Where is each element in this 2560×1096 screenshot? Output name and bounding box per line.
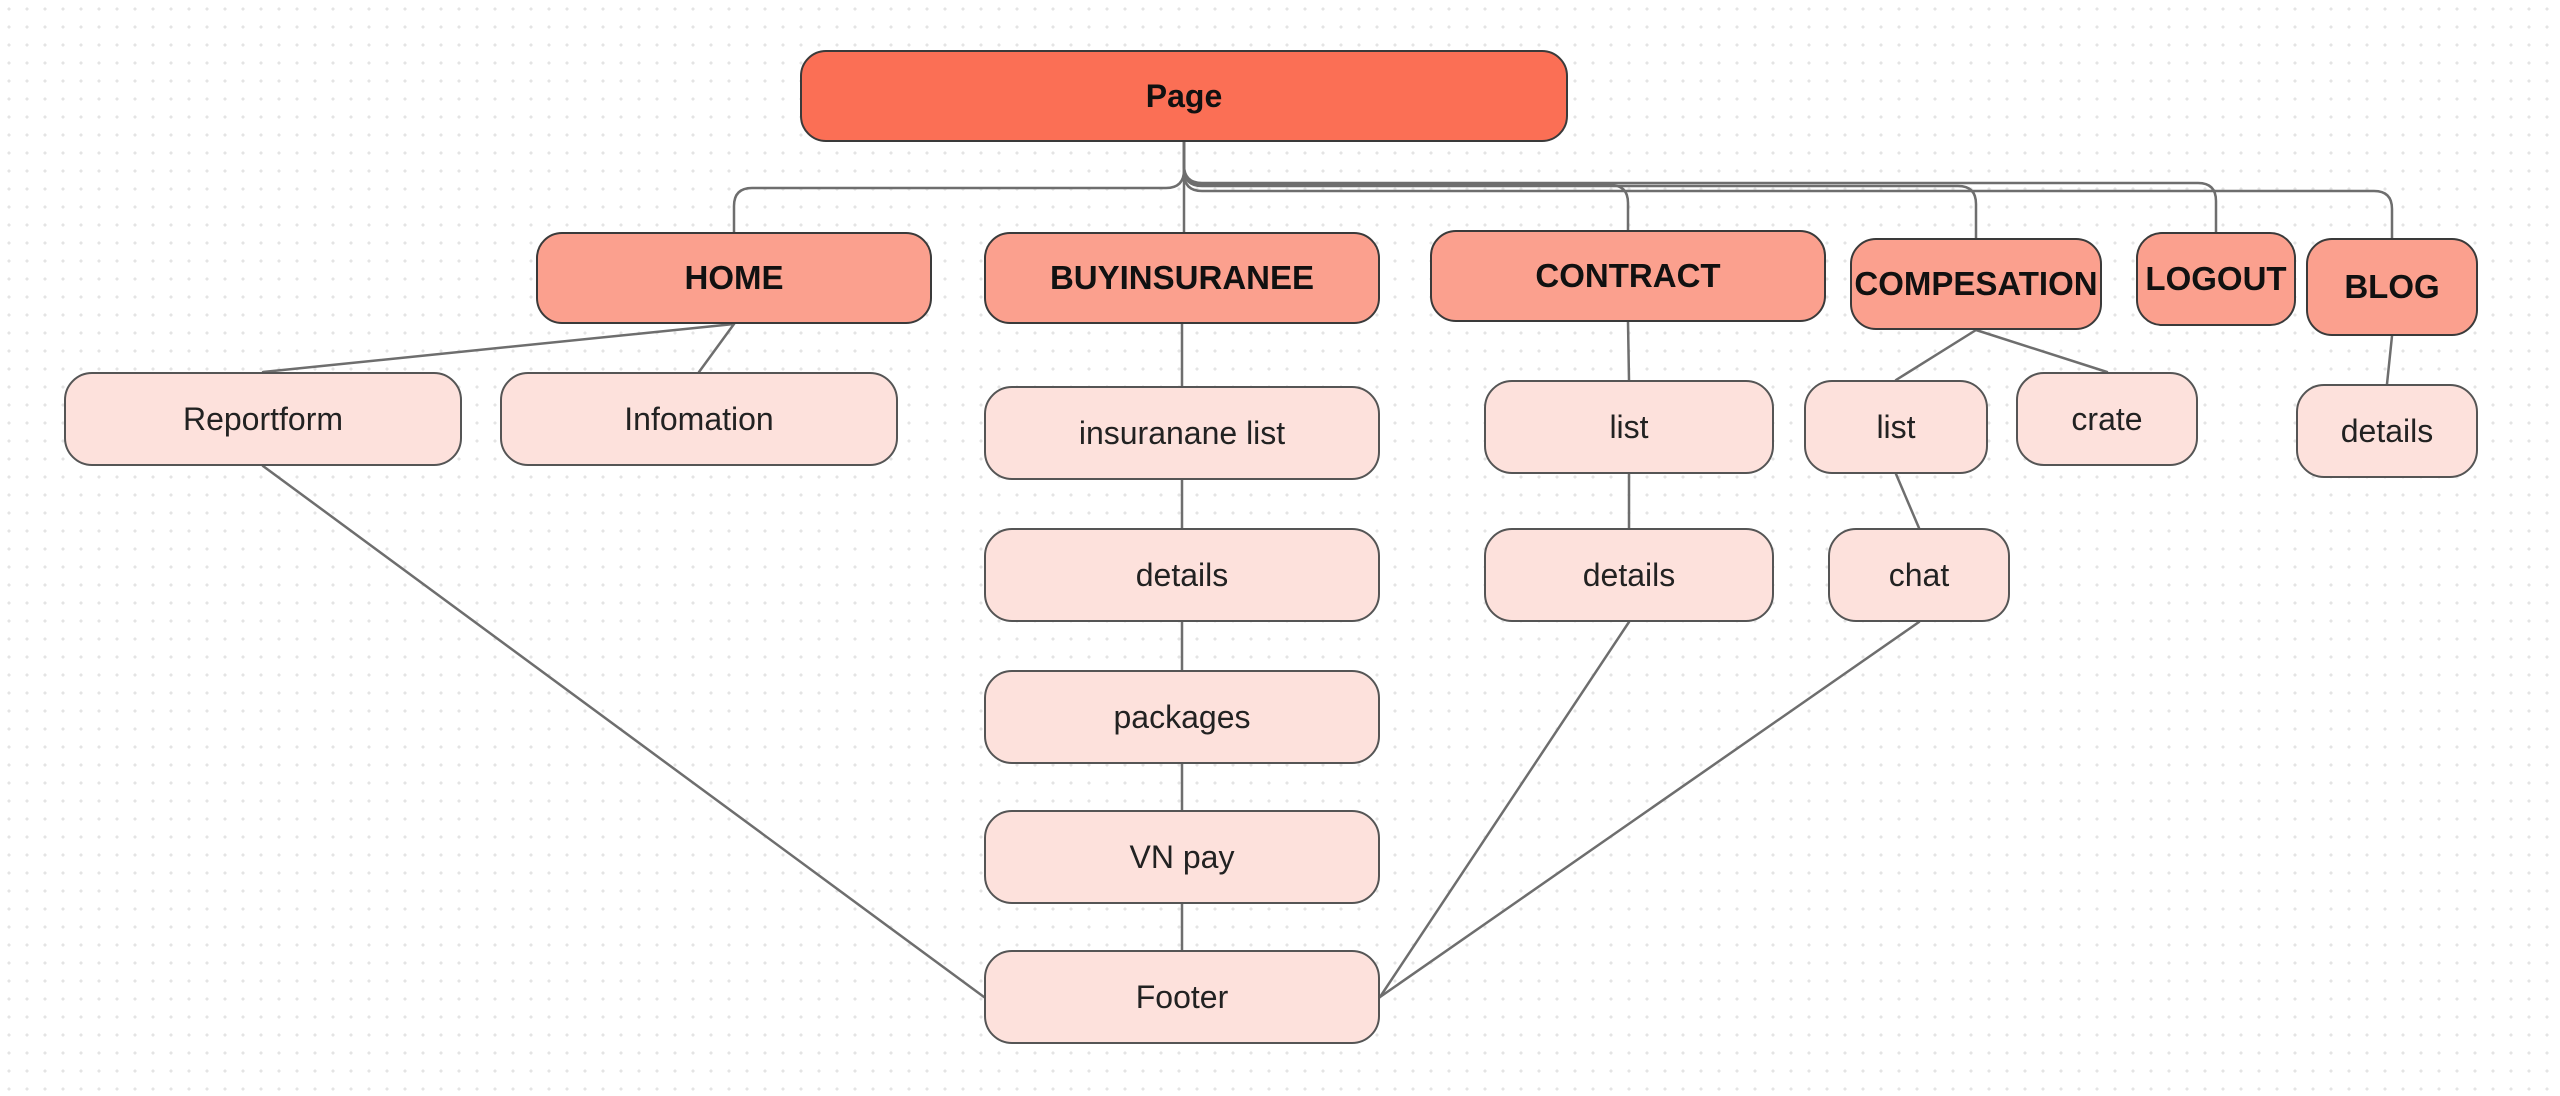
page-node-chat: chat: [1828, 528, 2010, 622]
page-node-infomation: Infomation: [500, 372, 898, 466]
connector-line: [1378, 620, 1921, 999]
section-node-buyinsurance: BUYINSURANEE: [984, 232, 1380, 324]
page-node-compensation-create: crate: [2016, 372, 2198, 466]
page-node-contract-list: list: [1484, 380, 1774, 474]
connector-line: [2385, 334, 2394, 386]
page-node-compensation-list: list: [1804, 380, 1988, 474]
section-node-logout: LOGOUT: [2136, 232, 2296, 326]
section-node-contract: CONTRACT: [1430, 230, 1826, 322]
page-node-blog-details: details: [2296, 384, 2478, 478]
connector-line: [697, 322, 736, 374]
connector-line: [1974, 328, 2109, 374]
section-node-blog: BLOG: [2306, 238, 2478, 336]
connector-line: [732, 140, 1186, 234]
connector-line: [1894, 472, 1921, 530]
connector-line: [1378, 620, 1631, 999]
page-node-footer: Footer: [984, 950, 1380, 1044]
section-node-compensation: COMPESATION: [1850, 238, 2102, 330]
root-node-page: Page: [800, 50, 1568, 142]
connector-line: [1182, 140, 2394, 240]
connector-line: [1894, 328, 1978, 382]
page-node-reportform: Reportform: [64, 372, 462, 466]
connector-line: [261, 322, 736, 374]
page-node-buy-details: details: [984, 528, 1380, 622]
page-node-packages: packages: [984, 670, 1380, 764]
section-node-home: HOME: [536, 232, 932, 324]
page-node-insurance-list: insuranane list: [984, 386, 1380, 480]
page-node-contract-details: details: [1484, 528, 1774, 622]
connector-line: [261, 464, 986, 999]
page-node-vnpay: VN pay: [984, 810, 1380, 904]
connector-line: [1626, 320, 1631, 382]
